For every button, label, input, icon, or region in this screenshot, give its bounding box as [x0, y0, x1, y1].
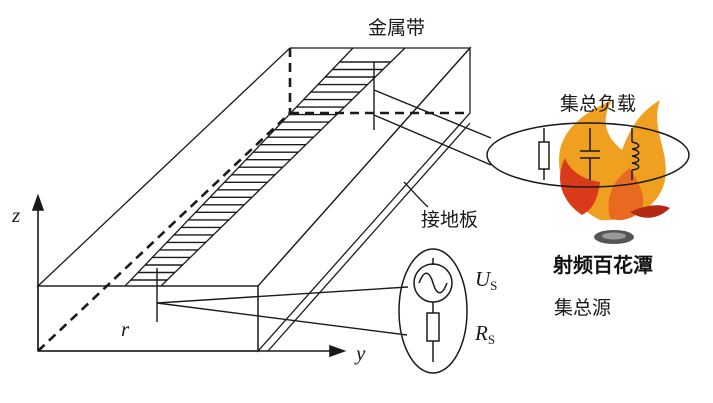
watermark-text: 射频百花潭 [552, 253, 653, 277]
ground-plane-edges [267, 122, 471, 352]
right-face [257, 46, 471, 353]
z-arrow-icon [31, 193, 45, 211]
watermark-logo: 射频百花潭 [552, 100, 670, 277]
axis-r-label: r [121, 317, 130, 341]
load-probe [373, 62, 492, 166]
lumped-source-bubble [398, 248, 468, 374]
axis-y-label: y [354, 341, 366, 365]
hidden-edges [37, 48, 470, 352]
y-arrow-icon [329, 344, 347, 358]
source-resistor-icon [426, 312, 440, 342]
lumped-load-bubble [486, 122, 690, 188]
resistor-icon [538, 128, 550, 180]
source-voltage-label: US [475, 267, 497, 293]
axis-z-label: z [11, 203, 20, 227]
axes [31, 193, 347, 358]
substrate-box [36, 46, 472, 353]
ground-plane-label: 接地板 [421, 209, 478, 231]
ground-plane-leader [403, 181, 429, 208]
metal-strip-rungs [130, 61, 391, 281]
source-resistance-label: RS [474, 321, 495, 347]
capacitor-icon [580, 128, 600, 180]
source-probe [156, 268, 409, 336]
lumped-load-label: 集总负载 [560, 93, 636, 115]
lumped-source-label: 集总源 [554, 297, 611, 319]
inductor-icon [631, 128, 640, 180]
metal-strip-label: 金属带 [368, 17, 425, 39]
